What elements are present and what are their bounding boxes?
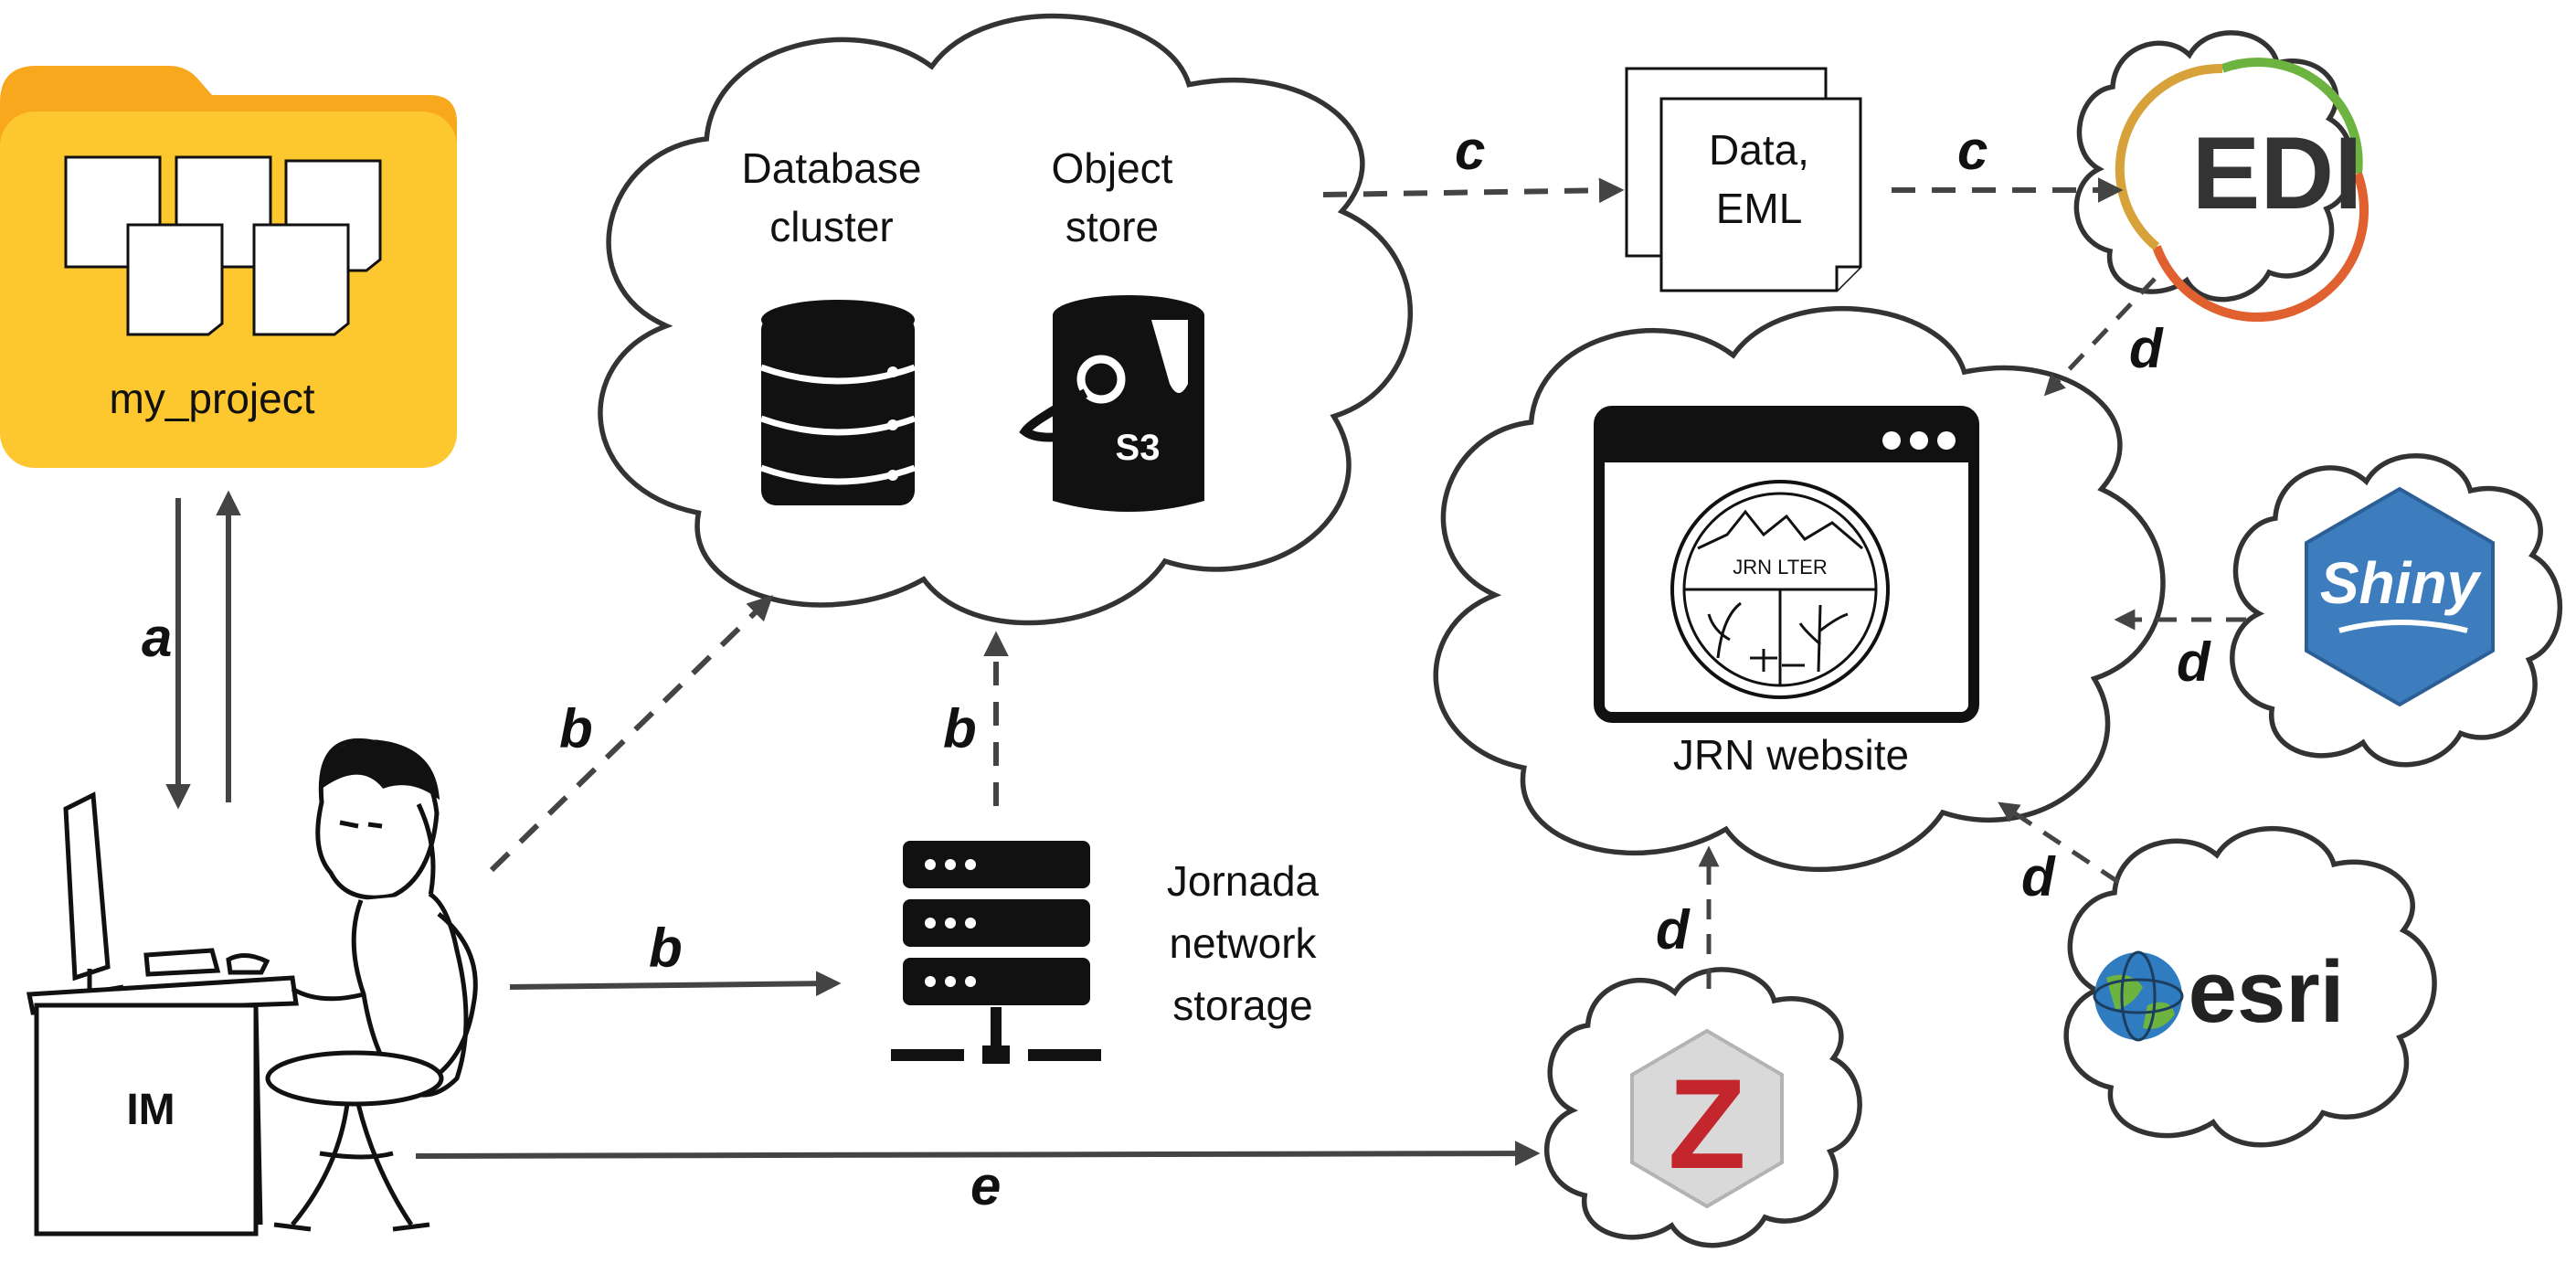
package-label-line1: Data, [1709,126,1809,174]
cloud-storage: Database cluster Object store S3 [600,16,1410,623]
arrow-e-to-zotero [415,1141,1541,1166]
edge-label-c1: c [1455,120,1485,181]
edi-repository-cloud: EDI [2076,33,2364,317]
network-storage-label-line3: storage [1172,982,1312,1029]
database-label-line1: Database [742,144,922,192]
zotero-cloud: Z [1547,970,1860,1246]
shiny-hex-logo: Shiny [2305,486,2495,707]
edge-label-d4: d [1656,899,1691,961]
edge-label-d3: d [2021,846,2056,907]
information-manager-figure [26,738,478,1236]
folder-name: my_project [110,375,315,422]
browser-window-icon [1594,406,1979,723]
object-store-label-line2: store [1065,203,1159,250]
edge-label-d1: d [2129,318,2164,379]
esri-globe-icon [2093,950,2184,1042]
package-label-line2: EML [1716,185,1803,232]
jrn-lter-logo-text: JRN LTER [1733,556,1828,578]
arrow-d-edi-to-web [2043,277,2157,397]
s3-bucket-icon: S3 [1019,295,1204,512]
data-eml-package-icon [1625,67,1862,292]
edge-label-b2: b [943,698,977,759]
esri-logo-text: esri [2189,943,2345,1041]
object-store-label-line1: Object [1052,144,1173,192]
arrow-d-esri-to-web [1998,801,2120,885]
project-folder-icon: my_project [0,66,457,468]
edi-logo-text: EDI [2192,116,2363,230]
edge-label-b3: b [649,918,683,979]
website-label: JRN website [1673,731,1909,779]
edge-label-d2: d [2177,632,2211,693]
database-icon [759,300,917,505]
arrow-b-to-storage [509,971,842,997]
arrow-b-to-cloud [489,595,773,873]
edge-label-e: e [970,1155,1001,1216]
s3-label: S3 [1116,428,1161,468]
zotero-logo-text: Z [1668,1052,1746,1195]
network-storage-server-icon [891,841,1101,1064]
shiny-logo-text: Shiny [2320,550,2483,616]
edi-logo-icon: EDI [2115,58,2369,323]
edge-label-a: a [142,607,172,668]
jrn-website-cloud: JRN LTER JRN website [1436,309,2163,870]
jrn-lter-logo: JRN LTER [1670,480,1890,699]
shiny-cloud: Shiny [2232,456,2560,765]
edge-label-c2: c [1957,120,1988,181]
edge-label-b1: b [559,698,593,759]
esri-cloud: esri [2066,829,2434,1145]
person-role: IM [126,1086,175,1134]
network-storage-label-line2: network [1169,919,1317,967]
arrow-c-to-package [1322,177,1625,204]
database-label-line2: cluster [769,203,893,250]
network-storage-label-line1: Jornada [1167,857,1320,905]
zotero-logo-icon: Z [1630,1028,1784,1209]
